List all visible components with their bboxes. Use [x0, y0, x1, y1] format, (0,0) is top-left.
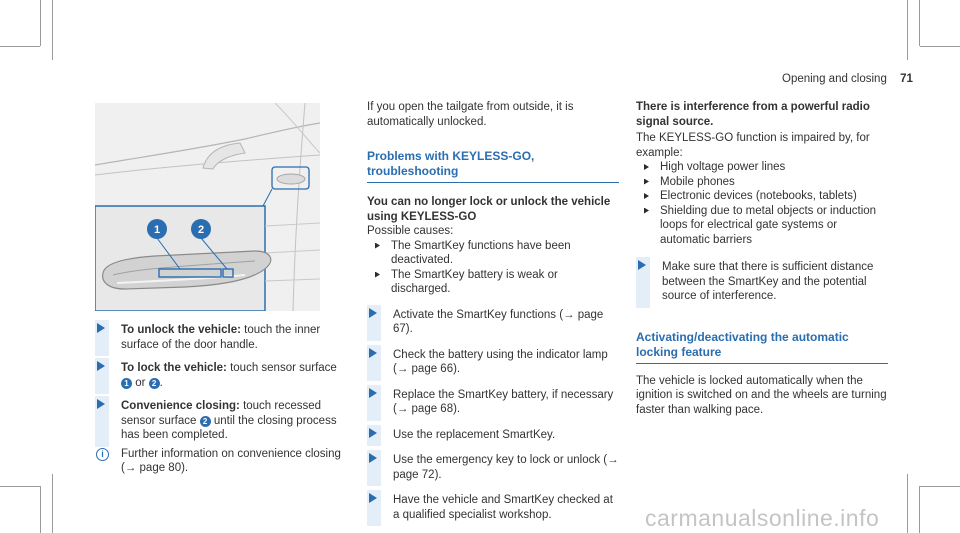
section-title-auto-lock: Activating/deactivating the automatic lo… [636, 330, 888, 364]
crop-mark [907, 0, 908, 60]
convenience-text: touch recessed sensor surface [121, 400, 322, 427]
problem-title: You can no longer lock or unlock the veh… [367, 196, 611, 223]
step-arrow-icon [97, 399, 105, 409]
crop-mark [52, 0, 53, 60]
causes-label: Possible causes: [367, 225, 454, 237]
step-workshop: Have the vehicle and SmartKey checked at… [367, 490, 619, 526]
crop-mark [52, 474, 53, 533]
column-3: There is interference from a powerful ra… [636, 100, 888, 417]
convenience-text-end: until the closing process has been compl… [121, 414, 337, 442]
list-item: Shielding due to metal objects or induct… [636, 204, 888, 248]
step-text: Use the replacement SmartKey. [393, 428, 556, 441]
step-arrow-icon [369, 387, 377, 398]
lock-or: or [135, 376, 146, 389]
step-replacement-key: Use the replacement SmartKey. [367, 424, 619, 446]
crop-mark [40, 486, 41, 533]
crop-mark [0, 486, 40, 487]
step-arrow-icon [369, 493, 377, 503]
crop-mark [920, 486, 960, 487]
convenience-step: Convenience closing: touch recessed sens… [95, 396, 350, 447]
crop-mark [919, 486, 920, 533]
step-arrow-icon [97, 361, 105, 371]
section-title-keyless-problems: Problems with KEYLESS-GO, troubleshootin… [367, 149, 619, 183]
step-arrow-icon [638, 260, 646, 270]
step-distance: Make sure that there is sufficient dista… [636, 257, 888, 308]
ref-2-badge: 2 [148, 377, 160, 389]
step-text: Activate the SmartKey functions (→ page … [393, 308, 604, 336]
crop-mark [0, 46, 40, 47]
list-item: Mobile phones [636, 175, 888, 190]
crop-mark [907, 474, 908, 533]
list-item: The SmartKey functions have been deactiv… [367, 239, 619, 268]
lock-step: To lock the vehicle: touch sensor surfac… [95, 358, 350, 394]
step-replace-battery: Replace the SmartKey battery, if necessa… [367, 384, 619, 421]
interference-title: There is interference from a powerful ra… [636, 101, 870, 128]
column-1: To unlock the vehicle: touch the inner s… [95, 320, 350, 476]
unlock-text: touch the inner surface of the door hand… [121, 324, 321, 351]
unlock-title: To unlock the vehicle: [121, 324, 241, 336]
info-text: Further information on convenience closi… [121, 447, 341, 475]
running-header: Opening and closing 71 [782, 73, 913, 85]
crop-mark [920, 46, 960, 47]
list-item: High voltage power lines [636, 160, 888, 175]
watermark: carmanualsonline.info [645, 505, 880, 531]
page-number: 71 [900, 73, 913, 85]
step-check-battery: Check the battery using the indicator la… [367, 344, 619, 381]
lock-text: touch sensor surface [230, 362, 337, 374]
info-icon: i [96, 447, 109, 461]
step-text: Replace the SmartKey battery, if necessa… [393, 388, 614, 416]
step-text: Use the emergency key to lock or unlock … [393, 454, 619, 481]
interference-sources-list: High voltage power lines Mobile phones E… [636, 160, 888, 247]
door-handle-illustration: 1 2 [95, 103, 320, 311]
step-text: Check the battery using the indicator la… [393, 348, 608, 376]
crop-mark [40, 0, 41, 46]
door-handle-figure: 1 2 [95, 103, 320, 311]
ref-1-badge: 1 [121, 377, 132, 389]
step-text: Make sure that there is sufficient dista… [662, 261, 874, 302]
lock-title: To lock the vehicle: [121, 362, 227, 374]
step-arrow-icon [369, 347, 377, 358]
header-section-title: Opening and closing [782, 73, 887, 85]
step-text: Have the vehicle and SmartKey checked at… [393, 494, 613, 521]
step-arrow-icon [369, 427, 377, 438]
step-arrow-icon [369, 453, 377, 463]
tailgate-intro: If you open the tailgate from outside, i… [367, 101, 574, 128]
convenience-title: Convenience closing: [121, 400, 240, 412]
list-item: The SmartKey battery is weak or discharg… [367, 268, 619, 297]
callout-1: 1 [154, 224, 160, 236]
column-2: If you open the tailgate from outside, i… [367, 100, 619, 526]
list-item: Electronic devices (notebooks, tablets) [636, 189, 888, 204]
callout-2: 2 [198, 224, 204, 236]
step-emergency-key: Use the emergency key to lock or unlock … [367, 450, 619, 486]
crop-mark [919, 0, 920, 46]
info-note: i Further information on convenience clo… [95, 447, 350, 476]
step-activate: Activate the SmartKey functions (→ page … [367, 304, 619, 341]
ref-2-badge: 2 [199, 415, 211, 427]
step-arrow-icon [97, 323, 105, 333]
causes-list: The SmartKey functions have been deactiv… [367, 239, 619, 297]
auto-lock-text: The vehicle is locked automatically when… [636, 374, 887, 416]
unlock-step: To unlock the vehicle: touch the inner s… [95, 320, 350, 356]
interference-text: The KEYLESS-GO function is impaired by, … [636, 132, 870, 159]
step-arrow-icon [369, 307, 377, 318]
